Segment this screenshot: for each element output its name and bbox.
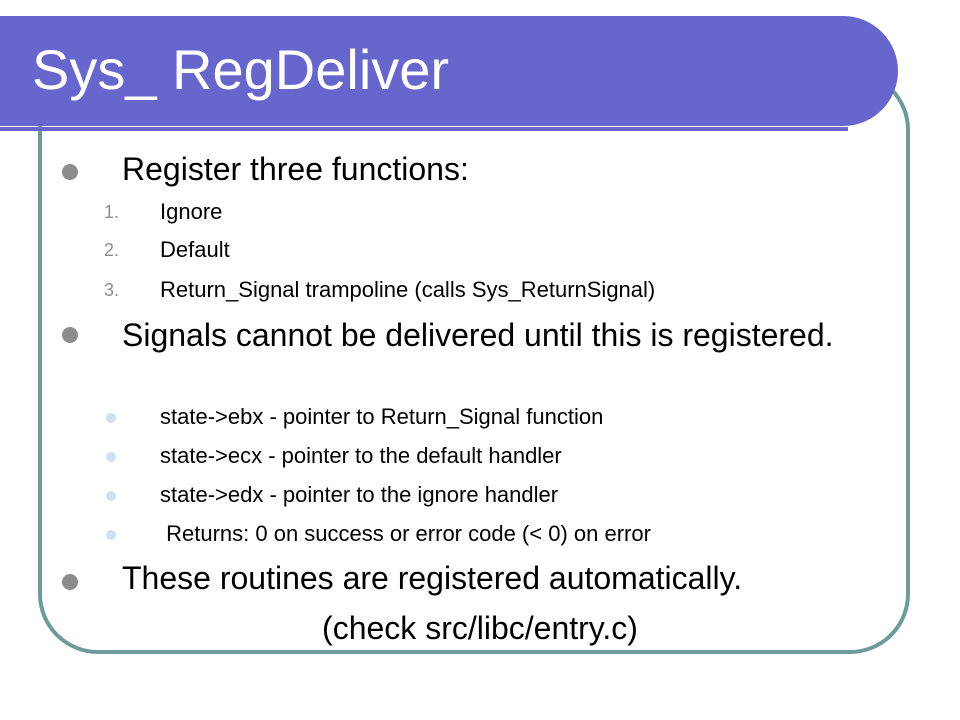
subitem-state-ebx: state->ebx - pointer to Return_Signal fu… (160, 404, 604, 429)
item-signals-cannot-be-delivered: Signals cannot be delivered until this i… (122, 317, 834, 353)
title-bar (0, 16, 898, 126)
bullet-icon (62, 327, 78, 343)
bullet-icon (62, 574, 78, 590)
list-number: 1. (104, 202, 120, 222)
list-number: 2. (104, 240, 120, 260)
item-check-entry-note: (check src/libc/entry.c) (322, 610, 638, 646)
subitem-state-ecx: state->ecx - pointer to the default hand… (160, 443, 562, 468)
subitem-return-signal: Return_Signal trampoline (calls Sys_Retu… (160, 277, 656, 302)
bullet-icon (106, 413, 116, 423)
title-underline (0, 127, 848, 131)
item-routines-registered: These routines are registered automatica… (122, 560, 743, 596)
subitem-ignore: Ignore (160, 199, 223, 224)
bullet-icon (106, 452, 116, 462)
bullet-icon (106, 530, 116, 540)
subitem-returns: Returns: 0 on success or error code (< 0… (160, 521, 651, 546)
subitem-default: Default (160, 237, 230, 262)
bullet-icon (106, 491, 116, 501)
bullet-icon (62, 164, 78, 180)
content-frame (38, 70, 910, 654)
subitem-state-edx: state->edx - pointer to the ignore handl… (160, 482, 559, 507)
list-number: 3. (104, 280, 120, 300)
slide-title: Sys_ RegDeliver (32, 38, 450, 101)
item-register-three-functions: Register three functions: (122, 151, 469, 187)
